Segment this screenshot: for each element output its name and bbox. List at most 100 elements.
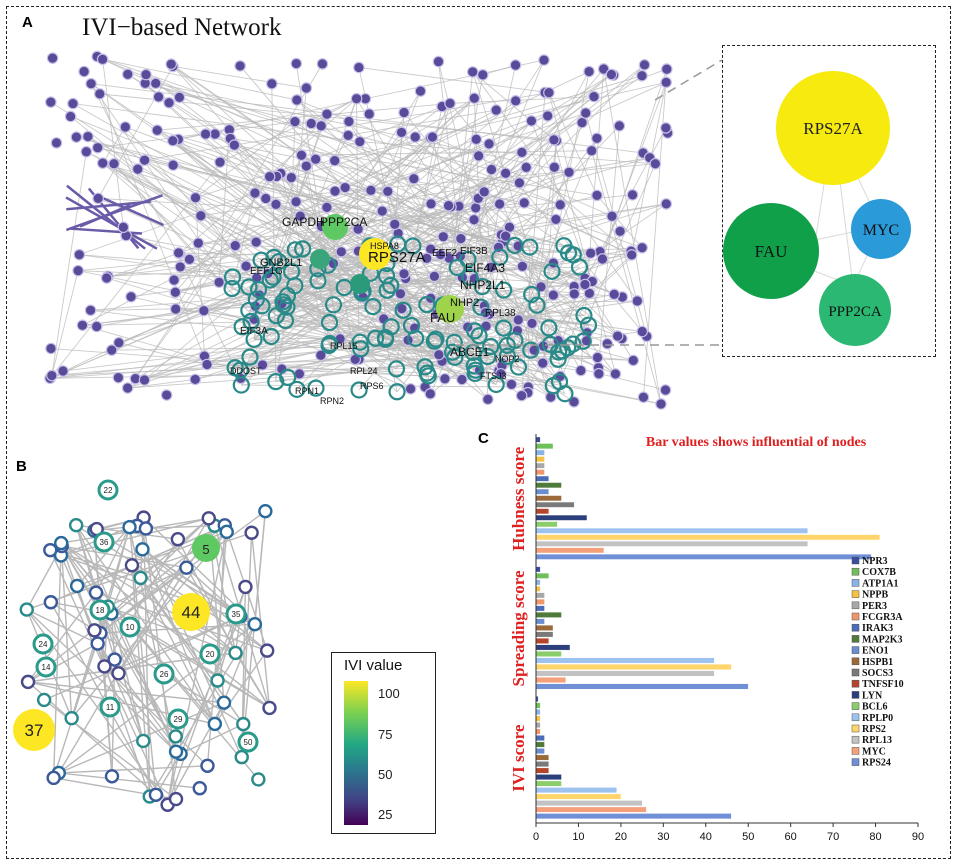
chart-group-label: Hubness score xyxy=(509,446,528,551)
network-node-hub xyxy=(540,319,558,337)
small-network-edge xyxy=(76,526,131,587)
network-node-label: GAPDH xyxy=(282,215,325,229)
network-node xyxy=(526,317,538,330)
zoom-label-rps27a: RPS27A xyxy=(803,119,863,138)
small-network-node xyxy=(168,791,184,807)
network-node-label: RPL15 xyxy=(330,341,358,351)
chart-bar xyxy=(535,800,643,806)
chart-x-tick-label: 40 xyxy=(700,831,712,843)
network-node xyxy=(121,382,134,394)
network-edge xyxy=(87,136,319,270)
small-network-node xyxy=(201,511,216,526)
network-node xyxy=(105,344,118,356)
network-edge xyxy=(102,59,124,228)
network-node xyxy=(266,77,278,90)
network-node xyxy=(140,68,152,81)
network-node xyxy=(343,115,355,128)
network-node xyxy=(163,96,175,109)
network-node xyxy=(636,325,649,338)
network-node xyxy=(321,108,333,120)
network-edge xyxy=(240,96,595,379)
small-network-node xyxy=(179,560,194,575)
network-node-hub xyxy=(307,379,325,397)
network-node xyxy=(605,68,618,81)
chart-bar xyxy=(535,547,605,554)
network-edge xyxy=(241,384,529,388)
network-node xyxy=(613,120,626,132)
chart-legend-swatch xyxy=(851,612,860,621)
network-node xyxy=(295,149,308,162)
small-network-node xyxy=(207,716,223,732)
small-network-edge xyxy=(254,511,267,625)
chart-bar xyxy=(535,625,554,631)
chart-bar xyxy=(535,592,545,599)
small-network-node-mid xyxy=(99,696,121,718)
network-edge xyxy=(235,293,615,369)
chart-bar xyxy=(535,754,549,761)
network-edge xyxy=(500,254,632,375)
network-node xyxy=(420,252,433,265)
network-node xyxy=(424,388,437,400)
network-edge xyxy=(97,121,296,149)
network-node-hub xyxy=(407,329,425,347)
network-edge xyxy=(358,286,483,360)
network-edge xyxy=(230,138,598,196)
network-edge xyxy=(334,106,443,192)
network-edge xyxy=(49,277,257,379)
network-node xyxy=(256,359,269,371)
small-network-node-label: 36 xyxy=(100,538,109,547)
small-network-edge xyxy=(136,525,243,758)
network-node-label: RPN1 xyxy=(295,386,319,396)
network-node xyxy=(381,185,394,198)
network-node xyxy=(214,156,226,168)
small-network-node xyxy=(68,517,84,533)
figure-frame xyxy=(6,6,951,859)
small-network-node-label: 24 xyxy=(39,640,48,649)
small-network-node xyxy=(192,781,207,796)
chart-x-tick-label: 0 xyxy=(533,831,539,843)
small-network-node-mid xyxy=(153,663,175,685)
network-edge xyxy=(50,101,497,385)
network-node-hub xyxy=(382,318,400,336)
network-node xyxy=(659,384,672,396)
chart-bar xyxy=(535,709,541,715)
network-edge xyxy=(102,58,297,101)
chart-title: Bar values shows influential of nodes xyxy=(646,435,867,450)
small-network-edge xyxy=(49,549,169,806)
chart-bar xyxy=(535,475,549,482)
network-node xyxy=(606,210,618,223)
network-node xyxy=(611,330,624,342)
chart-legend-label: ATP1A1 xyxy=(862,578,898,589)
small-network-edge xyxy=(50,601,244,725)
chart-legend-label: RPS24 xyxy=(862,758,891,769)
network-node xyxy=(96,53,109,66)
network-edge xyxy=(580,68,605,371)
chart-legend-swatch xyxy=(851,668,860,677)
network-node xyxy=(597,63,610,75)
network-node-hub xyxy=(265,248,283,266)
network-node xyxy=(516,146,528,159)
network-node-hub xyxy=(378,281,396,299)
network-node xyxy=(493,198,506,210)
chart-legend-swatch xyxy=(851,691,860,699)
chart-bar xyxy=(535,436,541,443)
network-node xyxy=(160,389,173,401)
network-node xyxy=(321,201,333,214)
network-edge xyxy=(102,126,126,164)
chart-bar xyxy=(535,573,549,579)
small-network-node-mid xyxy=(35,656,57,678)
network-node xyxy=(183,253,196,266)
network-node xyxy=(78,65,90,78)
network-node xyxy=(201,358,213,371)
zoom-network: RPS27A FAU MYC PPP2CA xyxy=(723,71,911,346)
network-node xyxy=(300,82,313,94)
network-node xyxy=(499,230,512,242)
network-edge xyxy=(99,93,208,365)
network-node-label: ABCE1 xyxy=(450,345,490,359)
network-node xyxy=(73,248,86,261)
network-node xyxy=(404,383,417,395)
network-node-label: DDOST xyxy=(230,366,262,376)
network-node-hub xyxy=(241,348,259,366)
